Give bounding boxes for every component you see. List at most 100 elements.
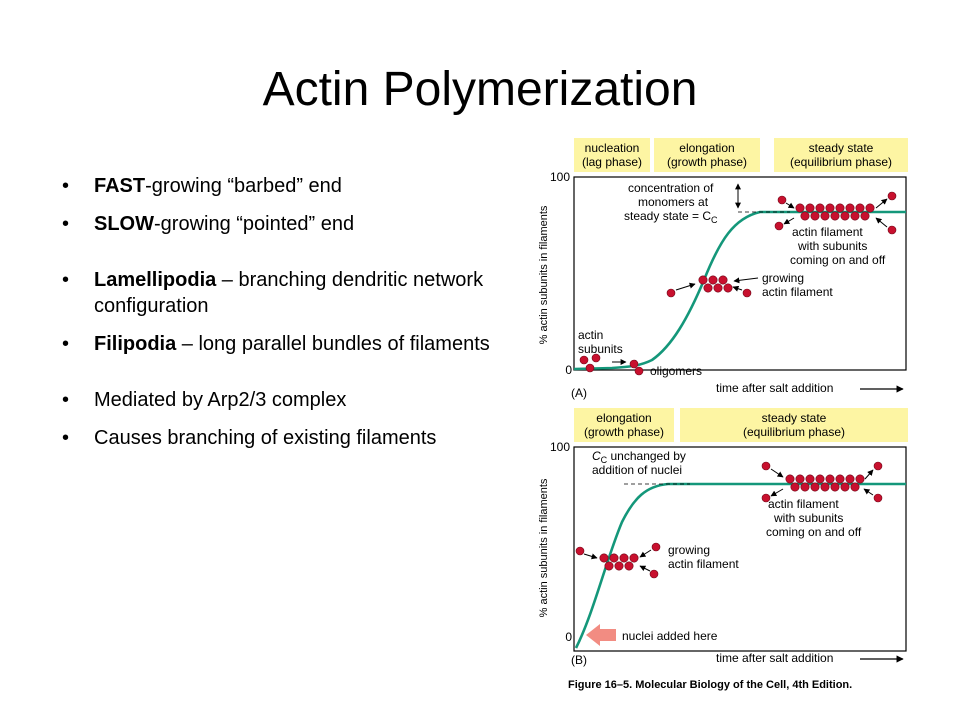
actin-subunit [599, 553, 609, 563]
growing-filament-label: growing [762, 271, 804, 285]
actin-subunit [845, 474, 855, 484]
subunit-arrow [864, 469, 874, 480]
growing-filament-label: actin filament [668, 557, 739, 571]
steady-filament-label: coming on and off [766, 525, 862, 539]
actin-subunit [624, 561, 634, 571]
actin-subunit [708, 275, 718, 285]
actin-subunit [840, 482, 850, 492]
x-axis-label: time after salt addition [716, 651, 833, 665]
y-tick-label: 0 [565, 630, 572, 644]
growing-filament-label: actin filament [762, 285, 833, 299]
bullet-text: – long parallel bundles of filaments [176, 333, 490, 355]
bullet-bold-text: Lamellipodia [94, 269, 217, 291]
actin-subunit [873, 461, 883, 471]
actin-subunit [777, 195, 787, 205]
oligomers-label: oligomers [650, 364, 702, 378]
bullet-item: Mediated by Arp2/3 complex [62, 387, 492, 413]
subunit-arrow [875, 217, 888, 228]
actin-subunit [761, 493, 771, 503]
y-tick-label: 100 [550, 170, 570, 184]
subunit-arrow [783, 217, 795, 225]
phase-label: elongation [596, 411, 651, 425]
subunit-arrow [770, 488, 784, 497]
actin-subunit [579, 355, 589, 365]
subunit-arrow [583, 553, 598, 560]
nuclei-added-arrow [586, 624, 616, 646]
slide-title: Actin Polymerization [262, 63, 698, 116]
actin-subunit [666, 288, 676, 298]
bullet-bold-text: Filipodia [94, 333, 177, 355]
actin-subunit [774, 221, 784, 231]
actin-subunit [703, 283, 713, 293]
actin-subunit [609, 553, 619, 563]
bullet-item: FAST-growing “barbed” end [62, 173, 492, 199]
phase-label: steady state [762, 411, 827, 425]
actin-subunit [835, 203, 845, 213]
cc-annotation: CC unchanged by [592, 449, 686, 465]
actin-subunit [591, 353, 601, 363]
actin-subunit [855, 474, 865, 484]
phase-label: (growth phase) [667, 155, 747, 169]
growing-filament [575, 542, 661, 579]
phase-box-steady [774, 138, 908, 172]
cc-annotation: addition of nuclei [592, 463, 682, 477]
phase-box-elongation [654, 138, 760, 172]
actin-subunit [718, 275, 728, 285]
actin-subunit [742, 288, 752, 298]
bullet-text: -growing “barbed” end [145, 175, 342, 197]
steady-filament-label: actin filament [768, 497, 839, 511]
actin-subunit [790, 482, 800, 492]
y-tick-label: 100 [550, 440, 570, 454]
phase-box-elongation [574, 408, 674, 442]
y-axis-label: % actin subunits in filaments [538, 205, 550, 344]
actin-subunit [830, 482, 840, 492]
actin-subunit [865, 203, 875, 213]
actin-subunit [795, 203, 805, 213]
actin-subunit [825, 203, 835, 213]
actin-subunit [800, 211, 810, 221]
steady-state-filament [774, 191, 897, 235]
bullet-text: Mediated by Arp2/3 complex [94, 389, 347, 411]
subunit-arrow [733, 277, 759, 284]
subunit-arrow [675, 282, 696, 291]
actin-subunit [887, 191, 897, 201]
actin-subunit [820, 482, 830, 492]
actin-subunit [887, 225, 897, 235]
actin-subunit [815, 474, 825, 484]
plot-frame [573, 176, 907, 371]
actin-subunit [795, 474, 805, 484]
subunit-arrow [785, 202, 795, 209]
cc-annotation: concentration of [628, 181, 714, 195]
actin-subunit [810, 211, 820, 221]
growing-filament [666, 275, 752, 298]
actin-subunit [629, 553, 639, 563]
actin-subunit [723, 283, 733, 293]
subunit-arrow [732, 285, 743, 292]
y-tick-label: 0 [565, 363, 572, 377]
cc-annotation: steady state = CC [624, 209, 718, 225]
bullet-text: -growing “pointed” end [154, 213, 355, 235]
actin-subunit [761, 461, 771, 471]
nuclei-added-label: nuclei added here [622, 629, 718, 643]
bullet-text: Causes branching of existing filaments [94, 427, 437, 449]
subunit-arrow [863, 488, 874, 496]
actin-subunit [815, 203, 825, 213]
actin-monomers [579, 353, 644, 376]
actin-subunit [820, 211, 830, 221]
actin-subunit [585, 363, 595, 373]
steady-filament-label: with subunits [797, 239, 867, 253]
phase-label: elongation [679, 141, 734, 155]
subunit-arrow [639, 565, 651, 572]
actin-subunit [604, 561, 614, 571]
steady-filament-label: with subunits [773, 511, 843, 525]
actin-subunit [634, 366, 644, 376]
bullet-item: Lamellipodia – branching dendritic netwo… [62, 267, 492, 319]
actin-subunit [805, 203, 815, 213]
bullet-item: Filipodia – long parallel bundles of fil… [62, 331, 492, 357]
actin-subunit [619, 553, 629, 563]
actin-subunit [629, 359, 639, 369]
phase-label: nucleation [585, 141, 640, 155]
phase-box-nucleation [574, 138, 650, 172]
cc-annotation: monomers at [638, 195, 709, 209]
